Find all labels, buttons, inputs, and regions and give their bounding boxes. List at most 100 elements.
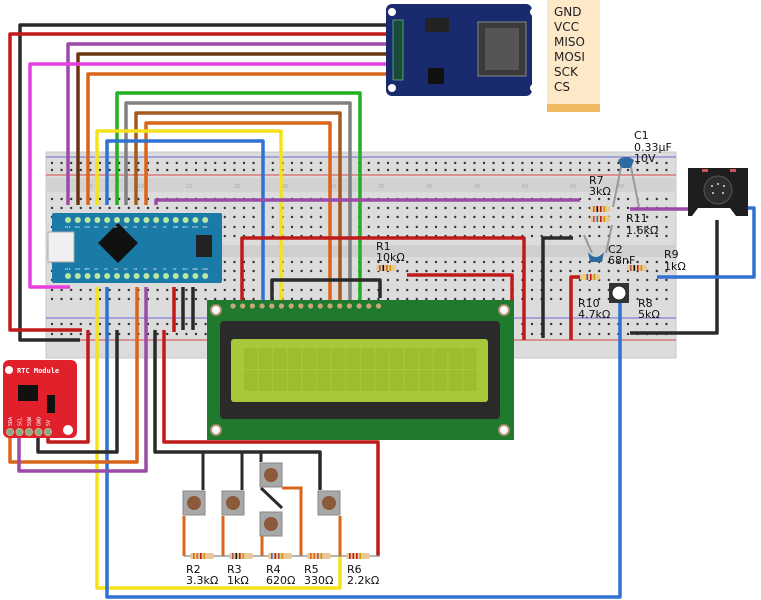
rtc-pin-sqw[interactable] bbox=[25, 428, 33, 436]
arduino-pin-d7[interactable] bbox=[114, 217, 120, 223]
lcd-pin[interactable] bbox=[337, 303, 343, 309]
wire-purple-sd-miso[interactable] bbox=[66, 42, 395, 205]
wire-blue-lcd[interactable] bbox=[105, 139, 265, 300]
lcd-display[interactable] bbox=[207, 300, 514, 440]
resistor-r7[interactable] bbox=[590, 206, 610, 212]
wire-black-sd-gnd[interactable] bbox=[18, 23, 395, 342]
wire-brown-lcd[interactable] bbox=[134, 111, 342, 300]
wire-black-bb[interactable] bbox=[541, 236, 573, 338]
wire-black-buttons[interactable] bbox=[153, 330, 322, 490]
arduino-pin-a2[interactable] bbox=[114, 273, 120, 279]
rtc-pin-gnd[interactable] bbox=[34, 428, 43, 436]
arduino-pin-gnd[interactable] bbox=[172, 217, 179, 223]
wire-purple-midi[interactable] bbox=[154, 198, 580, 205]
lcd-pin[interactable] bbox=[327, 303, 333, 309]
lcd-pin[interactable] bbox=[249, 303, 255, 309]
arduino-pin-a0[interactable] bbox=[94, 273, 101, 279]
wire-red-r10[interactable] bbox=[569, 275, 580, 340]
arduino-pin-a3[interactable] bbox=[123, 273, 130, 279]
resistor-r6[interactable] bbox=[346, 553, 370, 559]
arduino-pin-a5[interactable] bbox=[143, 273, 150, 279]
wire-black-rtc-gnd[interactable] bbox=[36, 330, 119, 454]
wire-green-lcd[interactable] bbox=[115, 91, 362, 300]
arduino-pin-d13[interactable] bbox=[65, 273, 71, 279]
lcd-pin[interactable] bbox=[366, 303, 372, 309]
wire-magenta-sd-sck[interactable] bbox=[28, 62, 395, 289]
arduino-pin-rst[interactable] bbox=[182, 217, 189, 223]
lcd-pin[interactable] bbox=[230, 303, 236, 309]
resistor-r4[interactable] bbox=[268, 553, 292, 559]
wire-orange-btn4[interactable] bbox=[282, 486, 303, 556]
lcd-pin[interactable] bbox=[317, 303, 323, 309]
push-button-5[interactable] bbox=[317, 490, 341, 516]
lcd-pin[interactable] bbox=[269, 303, 275, 309]
arduino-pin-vin[interactable] bbox=[202, 273, 209, 279]
arduino-pin-d2[interactable] bbox=[163, 217, 169, 223]
push-button-4[interactable] bbox=[259, 511, 283, 537]
arduino-pin-a4[interactable] bbox=[133, 273, 140, 279]
arduino-pin-d12[interactable] bbox=[65, 217, 71, 223]
arduino-pin-d5[interactable] bbox=[133, 217, 140, 223]
capacitor-c2-icon[interactable] bbox=[588, 252, 604, 262]
wire-yellow-a0[interactable] bbox=[95, 287, 342, 590]
potentiometer-r8[interactable] bbox=[609, 283, 629, 303]
rtc-pin-5v[interactable] bbox=[44, 428, 52, 436]
wire-blue-a1[interactable] bbox=[105, 287, 622, 599]
resistor-r9[interactable] bbox=[627, 265, 647, 271]
lcd-pin[interactable] bbox=[356, 303, 362, 309]
wire-purple-a5[interactable] bbox=[17, 287, 148, 473]
lcd-pin[interactable] bbox=[240, 303, 246, 309]
resistor-r3[interactable] bbox=[229, 553, 253, 559]
push-button-2[interactable] bbox=[221, 490, 245, 516]
arduino-pin-3v3[interactable] bbox=[74, 273, 81, 279]
arduino-pin-d10[interactable] bbox=[84, 217, 91, 223]
arduino-pin-a7[interactable] bbox=[163, 273, 169, 279]
wire-orange-a4[interactable] bbox=[8, 287, 139, 464]
arduino-pin-tx1[interactable] bbox=[202, 217, 209, 223]
arduino-pin-d6[interactable] bbox=[123, 217, 130, 223]
wire-black-midi-gnd[interactable] bbox=[630, 220, 719, 335]
arduino-pin-rx0[interactable] bbox=[192, 217, 199, 223]
arduino-pin-d11[interactable] bbox=[74, 217, 81, 223]
wire-red-sd-vcc[interactable] bbox=[8, 32, 395, 332]
arduino-pin-5v[interactable] bbox=[172, 273, 179, 279]
resistor-r5[interactable] bbox=[307, 553, 331, 559]
wire-black-lcd-gnd[interactable] bbox=[270, 278, 382, 300]
sd-card-module[interactable] bbox=[386, 4, 538, 96]
push-button-3[interactable] bbox=[259, 462, 283, 488]
wire-red-lcd-vcc[interactable] bbox=[240, 236, 526, 340]
rtc-pin-sda[interactable] bbox=[6, 428, 14, 436]
rtc-pin-scl[interactable] bbox=[15, 428, 24, 436]
lcd-pin[interactable] bbox=[308, 303, 314, 309]
wire-orange-lcd[interactable] bbox=[144, 121, 332, 300]
lcd-pin[interactable] bbox=[259, 303, 265, 309]
wire-yellow-lcd[interactable] bbox=[95, 129, 283, 300]
lcd-pin[interactable] bbox=[375, 303, 382, 309]
capacitor-c1-icon[interactable] bbox=[618, 157, 634, 168]
arduino-pin-gnd[interactable] bbox=[192, 273, 199, 279]
lcd-pin[interactable] bbox=[298, 303, 304, 309]
wire-brown-sd-mosi[interactable] bbox=[76, 52, 395, 205]
lcd-pin[interactable] bbox=[278, 303, 285, 309]
midi-connector[interactable] bbox=[688, 168, 748, 216]
arduino-pin-d3[interactable] bbox=[153, 217, 160, 223]
resistor-r10[interactable] bbox=[580, 274, 600, 280]
resistor-r2[interactable] bbox=[190, 553, 214, 559]
arduino-pin-rst[interactable] bbox=[182, 273, 189, 279]
wire-black-btn-cross[interactable] bbox=[259, 486, 284, 510]
wire-orange-sd-cs[interactable] bbox=[86, 72, 395, 205]
wire-red-r6[interactable] bbox=[162, 330, 380, 556]
arduino-pin-a6[interactable] bbox=[153, 273, 160, 279]
lcd-pin[interactable] bbox=[346, 303, 352, 309]
lcd-pin[interactable] bbox=[288, 303, 294, 309]
resistor-r11[interactable] bbox=[590, 216, 610, 222]
arduino-pin-a1[interactable] bbox=[104, 273, 111, 279]
resistor-r1[interactable] bbox=[376, 265, 396, 271]
arduino-pin-d9[interactable] bbox=[94, 217, 101, 223]
arduino-pin-d8[interactable] bbox=[104, 217, 111, 223]
arduino-pin-d4[interactable] bbox=[143, 217, 150, 223]
arduino-pin-ref[interactable] bbox=[84, 273, 91, 279]
push-button-1[interactable] bbox=[182, 490, 206, 516]
